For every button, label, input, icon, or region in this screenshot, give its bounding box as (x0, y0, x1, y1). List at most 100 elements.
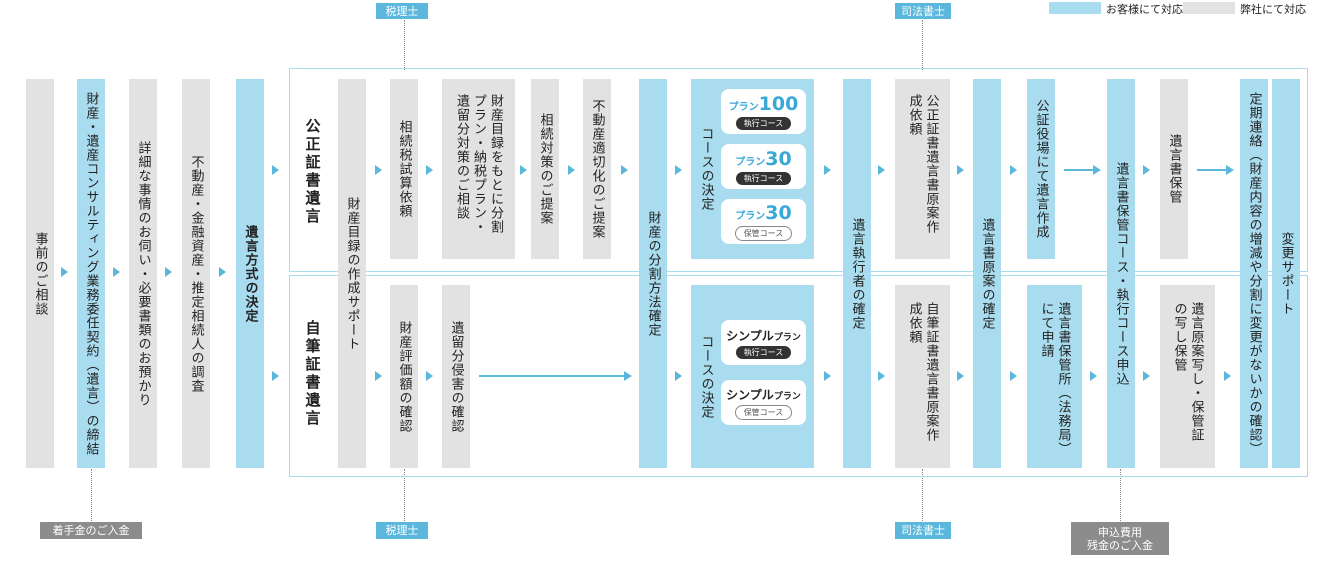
step-method: 遺言方式の決定 (236, 79, 264, 468)
tax-bottom-connector (404, 469, 405, 521)
plan-30a-card: プラン30 執行コース (721, 144, 806, 189)
legend-customer-label: お客様にて対応 (1106, 3, 1183, 16)
arrow-icon (957, 165, 964, 175)
step-storage: 遺言書保管 (1160, 79, 1188, 259)
tax-top-connector (404, 20, 405, 70)
step-method-label: 遺言方式の決定 (242, 224, 258, 323)
arrow-icon (1143, 371, 1150, 381)
step-realestate-label: 不動産適切化のご提案 (589, 99, 605, 239)
plan-100-prefix: プラン (728, 102, 759, 113)
arrow-icon (624, 371, 632, 381)
simple-plan-storage-card: シンプルプラン 保管コース (721, 380, 806, 425)
arrow-line (479, 375, 625, 377)
course-top-label: コースの決定 (698, 127, 714, 211)
tax-accountant-tag-bottom: 税理士 (376, 522, 428, 539)
arrow-icon (1224, 371, 1231, 381)
step-executor: 遺言執行者の確定 (843, 79, 871, 468)
legend-customer-swatch (1049, 2, 1101, 14)
step-notary-draft: 公正証書遺言書原案作成依頼 (895, 79, 950, 259)
arrow-icon (675, 371, 682, 381)
step-tax-measures-label: 相続対策のご提案 (537, 113, 553, 225)
arrow-icon (272, 165, 279, 175)
step-notary-office: 公証役場にて遺言作成 (1027, 79, 1055, 259)
arrow-icon (375, 371, 382, 381)
arrow-icon (61, 267, 68, 277)
legend-company-swatch (1183, 2, 1235, 14)
arrow-icon (824, 165, 831, 175)
simple-plan-exec-course: 執行コース (735, 345, 792, 359)
step-survey-label: 不動産・金融資産・推定相続人の調査 (188, 154, 204, 393)
step-contract: 財産・遺産コンサルティング業務委任契約（遺言）の締結 (77, 79, 105, 468)
step-copy-storage: 遺言原案写し・保管証の写し保管 (1160, 285, 1215, 468)
balance-connector (1120, 469, 1121, 521)
step-consult: 事前のご相談 (26, 79, 54, 468)
plan-30b-course: 保管コース (734, 226, 793, 241)
course-bottom-label: コースの決定 (698, 334, 714, 419)
step-apply-label: 遺言書保管コース・執行コース申込 (1113, 161, 1129, 386)
scrivener-tag-bottom: 司法書士 (895, 522, 951, 539)
arrow-icon (1226, 165, 1234, 175)
balance-tag-line2: 残金のご入金 (1087, 538, 1153, 552)
course-decision-top-title: コースの決定 (692, 79, 720, 259)
arrow-icon (621, 165, 628, 175)
holograph-will-panel (289, 275, 1308, 477)
step-apply: 遺言書保管コース・執行コース申込 (1107, 79, 1135, 468)
balance-tag-line1: 申込費用 (1098, 525, 1142, 539)
arrow-icon (1090, 371, 1097, 381)
arrow-icon (272, 371, 279, 381)
plan-100-num: 100 (758, 93, 799, 115)
arrow-icon (824, 371, 831, 381)
step-holo-draft-label: 自筆証書遺言書原案作成依頼 (906, 301, 939, 442)
arrow-icon (426, 371, 433, 381)
arrow-icon (375, 165, 382, 175)
plan-30b-num: 30 (765, 202, 792, 224)
simple-plan-exec-suffix: プラン (773, 332, 801, 343)
step-draft-confirm: 遺言書原案の確定 (973, 79, 1001, 468)
arrow-icon (1093, 165, 1101, 175)
step-reserve-label: 遺留分侵害の確認 (448, 320, 464, 433)
step-valuation-label: 財産評価額の確認 (396, 320, 412, 433)
scrivener-tag-top: 司法書士 (895, 3, 951, 19)
legend-company-label: 弊社にて対応 (1240, 3, 1306, 16)
step-hearing: 詳細な事情のお伺い・必要書類のお預かり (129, 79, 157, 468)
scrivener-bottom-connector (922, 469, 923, 521)
deposit-tag: 着手金のご入金 (40, 522, 142, 539)
step-realestate: 不動産適切化のご提案 (583, 79, 611, 259)
simple-plan-storage-prefix: シンプル (726, 387, 774, 402)
balance-tag: 申込費用 残金のご入金 (1071, 522, 1169, 555)
arrow-icon (878, 371, 885, 381)
step-division-label: 財産の分割方法確定 (645, 210, 661, 337)
simple-plan-exec-card: シンプルプラン 執行コース (721, 320, 806, 365)
step-division: 財産の分割方法確定 (639, 79, 667, 468)
arrow-icon (675, 165, 682, 175)
step-tax-estimate: 相続税試算依頼 (390, 79, 418, 259)
step-plan-consult-label: 財産目録をもとに分割プラン・納税プラン・遺留分対策のご相談 (454, 94, 503, 234)
simple-plan-storage-suffix: プラン (773, 391, 801, 402)
holograph-will-title: 自筆証書遺言 (298, 284, 326, 464)
step-valuation: 財産評価額の確認 (390, 285, 418, 468)
step-inventory: 財産目録の作成サポート (338, 79, 366, 468)
step-notary-office-label: 公証役場にて遺言作成 (1033, 99, 1049, 239)
step-inventory-label: 財産目録の作成サポート (344, 196, 360, 351)
arrow-icon (1010, 165, 1017, 175)
plan-100-card: プラン100 執行コース (721, 89, 806, 134)
plan-30a-course: 執行コース (735, 172, 792, 185)
step-change-label: 変更サポート (1278, 231, 1294, 316)
plan-30b-prefix: プラン (735, 211, 766, 222)
step-survey: 不動産・金融資産・推定相続人の調査 (182, 79, 210, 468)
arrow-icon (165, 267, 172, 277)
arrow-icon (568, 165, 575, 175)
plan-30a-num: 30 (765, 148, 792, 170)
step-draft-confirm-label: 遺言書原案の確定 (979, 217, 995, 330)
holograph-will-title-text: 自筆証書遺言 (303, 320, 322, 428)
notary-will-title: 公正証書遺言 (298, 82, 326, 262)
arrow-icon (219, 267, 226, 277)
step-copy-storage-label: 遺言原案写し・保管証の写し保管 (1171, 301, 1204, 442)
step-change: 変更サポート (1272, 79, 1300, 468)
step-reserve: 遺留分侵害の確認 (442, 285, 470, 468)
step-contact: 定期連絡（財産内容の増減や分割に変更がないかの確認） (1240, 79, 1268, 468)
step-tax-measures: 相続対策のご提案 (531, 79, 559, 259)
arrow-icon (878, 165, 885, 175)
course-decision-bottom (691, 285, 814, 468)
simple-plan-exec-prefix: シンプル (726, 328, 774, 343)
